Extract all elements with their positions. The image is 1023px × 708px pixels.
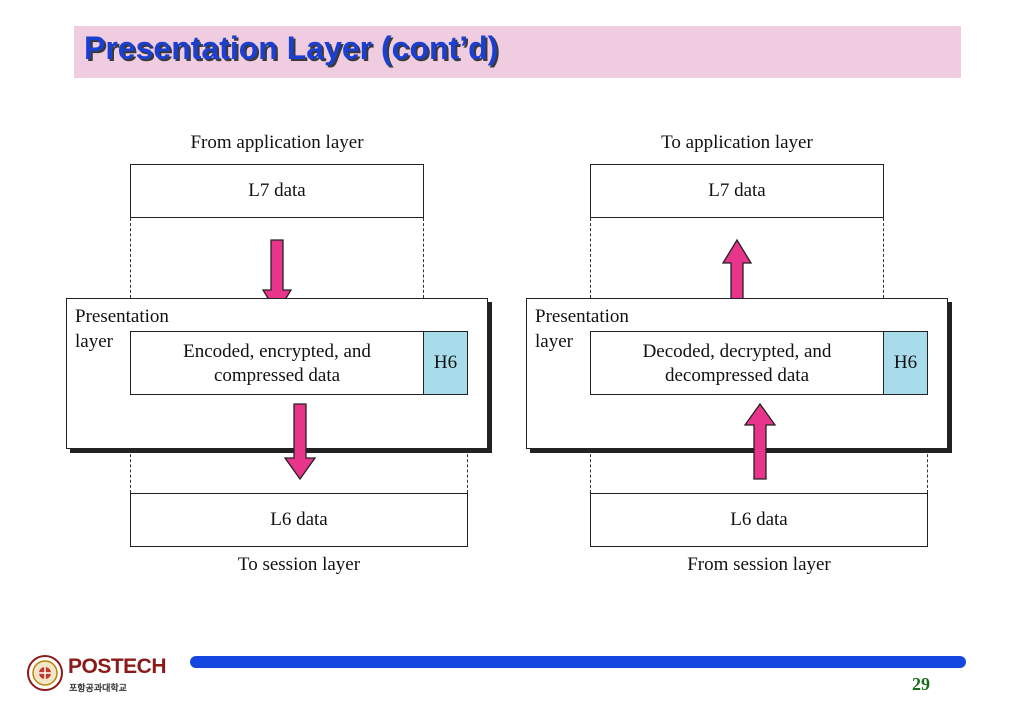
right-h6-label: H6 [893,352,918,373]
right-l7-box: L7 data [590,164,884,218]
title-bar [74,26,961,78]
left-layer-label-line1: Presentation [75,306,169,327]
right-guide-line [590,449,591,493]
right-data-line1: Decoded, decrypted, and [642,341,832,362]
right-l6-label: L6 data [730,509,788,530]
right-h6-header-box: H6 [883,331,928,395]
left-l6-label: L6 data [270,509,328,530]
right-data-line2: decompressed data [664,365,810,386]
up-arrow-icon [743,402,777,480]
footer-bar [190,656,966,668]
left-h6-label: H6 [433,352,458,373]
right-top-label: To application layer [661,132,813,153]
left-l7-label: L7 data [248,180,306,201]
right-guide-line [590,218,591,298]
right-guide-line [927,449,928,493]
postech-logo-subtext: 포항공과대학교 [69,684,127,694]
right-layer-label-line2: layer [535,331,573,352]
right-l7-label: L7 data [708,180,766,201]
slide-title: Presentation Layer (cont’d) [84,30,499,66]
right-bottom-label: From session layer [687,554,831,575]
left-l7-box: L7 data [130,164,424,218]
right-guide-line [883,218,884,298]
left-layer-label-line2: layer [75,331,113,352]
right-l6-box: L6 data [590,493,928,547]
postech-logo-text: POSTECH [68,655,167,678]
right-layer-label-line1: Presentation [535,306,629,327]
left-l6-box: L6 data [130,493,468,547]
down-arrow-icon [283,403,317,481]
left-guide-line [130,449,131,493]
left-data-line1: Encoded, encrypted, and [183,341,371,362]
right-data-box: Decoded, decrypted, and decompressed dat… [590,331,884,395]
left-guide-line [130,218,131,298]
left-data-line2: compressed data [213,365,341,386]
left-h6-header-box: H6 [423,331,468,395]
left-top-label: From application layer [190,132,364,153]
left-guide-line [423,218,424,298]
left-bottom-label: To session layer [237,554,361,575]
left-data-box: Encoded, encrypted, and compressed data [130,331,424,395]
left-guide-line [467,449,468,493]
page-number: 29 [912,674,930,694]
postech-emblem-icon [27,655,63,691]
